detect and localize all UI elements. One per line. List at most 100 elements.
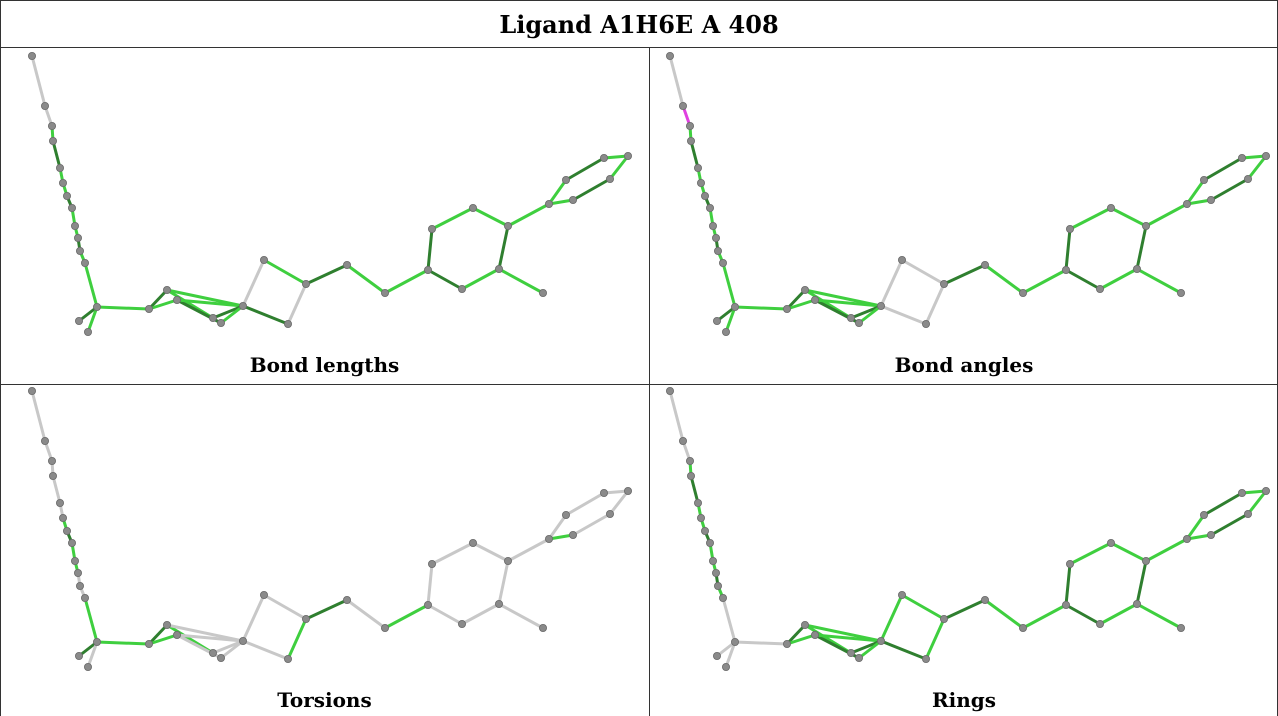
atom xyxy=(216,653,225,662)
atom xyxy=(1141,221,1150,230)
bond xyxy=(1246,489,1268,516)
atom xyxy=(41,102,50,111)
atom xyxy=(569,530,578,539)
bond xyxy=(241,258,266,308)
atom xyxy=(71,221,80,230)
atom xyxy=(722,662,731,671)
atom xyxy=(846,313,855,322)
bond xyxy=(733,640,789,646)
bond xyxy=(547,198,575,206)
atom xyxy=(1095,619,1104,628)
atom xyxy=(162,620,171,629)
atom xyxy=(494,599,503,608)
bond xyxy=(471,541,510,563)
atom xyxy=(1177,288,1186,297)
molecule-bond-angles xyxy=(665,52,1271,336)
bond xyxy=(571,512,612,537)
bond xyxy=(345,263,387,295)
atom xyxy=(1106,538,1115,547)
atom xyxy=(1207,195,1216,204)
bond xyxy=(383,268,430,295)
atom xyxy=(162,285,171,294)
molecule-bond-lengths xyxy=(27,52,633,336)
atom xyxy=(1262,152,1271,161)
atom xyxy=(709,221,718,230)
molecule-atoms xyxy=(665,52,1271,336)
bond xyxy=(1068,206,1113,231)
caption-rings: Rings xyxy=(931,688,996,712)
bond xyxy=(1240,489,1268,495)
atom xyxy=(76,246,85,255)
atom xyxy=(1132,599,1141,608)
bond xyxy=(942,598,987,621)
bond xyxy=(262,258,308,286)
atom xyxy=(84,327,93,336)
atom xyxy=(238,301,247,310)
bond xyxy=(30,389,47,443)
atom xyxy=(679,437,688,446)
atom xyxy=(68,538,77,547)
atom xyxy=(1262,487,1271,496)
molecule-bonds xyxy=(30,54,630,334)
atom xyxy=(624,487,633,496)
atom xyxy=(687,137,696,146)
atom xyxy=(49,137,58,146)
border-middle xyxy=(0,384,1278,385)
bond xyxy=(689,139,700,170)
atom xyxy=(93,302,102,311)
atom xyxy=(876,301,885,310)
atom xyxy=(144,304,153,313)
atom xyxy=(172,630,181,639)
atom xyxy=(980,260,989,269)
atom xyxy=(468,538,477,547)
bond xyxy=(460,267,501,291)
atom xyxy=(1141,556,1150,565)
bond xyxy=(147,623,169,646)
bond xyxy=(286,282,308,326)
atom xyxy=(380,288,389,297)
atom xyxy=(503,221,512,230)
bond xyxy=(147,298,179,311)
atom xyxy=(503,556,512,565)
atom xyxy=(71,556,80,565)
bond xyxy=(1064,268,1102,291)
molecule-atoms xyxy=(27,387,633,671)
bond xyxy=(721,596,737,644)
atom xyxy=(342,595,351,604)
molecule-bonds xyxy=(668,389,1268,669)
molecule-torsions xyxy=(27,387,633,671)
bond xyxy=(426,227,434,272)
bond xyxy=(219,304,245,325)
atom xyxy=(74,568,83,577)
bond xyxy=(95,305,151,311)
bond xyxy=(813,633,883,643)
atom xyxy=(1244,175,1253,184)
atom xyxy=(427,559,436,568)
atom xyxy=(1200,511,1209,520)
atom xyxy=(41,437,50,446)
atom xyxy=(897,590,906,599)
bond xyxy=(30,54,47,108)
atom xyxy=(208,313,217,322)
border-center xyxy=(649,47,650,716)
bond xyxy=(345,598,387,630)
atom xyxy=(56,164,65,173)
atom xyxy=(283,319,292,328)
bond xyxy=(608,154,630,181)
atom xyxy=(68,203,77,212)
bond xyxy=(262,593,308,621)
bond xyxy=(547,513,568,541)
bond xyxy=(1064,562,1072,607)
bond xyxy=(857,639,883,660)
bond xyxy=(51,474,62,505)
caption-bond-lengths: Bond lengths xyxy=(249,353,400,377)
atom xyxy=(921,654,930,663)
bond xyxy=(497,224,510,271)
atom xyxy=(1061,600,1070,609)
bond xyxy=(1135,224,1148,271)
bond xyxy=(900,593,946,621)
caption-torsions: Torsions xyxy=(277,688,372,712)
atom xyxy=(980,595,989,604)
bond xyxy=(95,640,151,646)
bond xyxy=(900,258,946,286)
